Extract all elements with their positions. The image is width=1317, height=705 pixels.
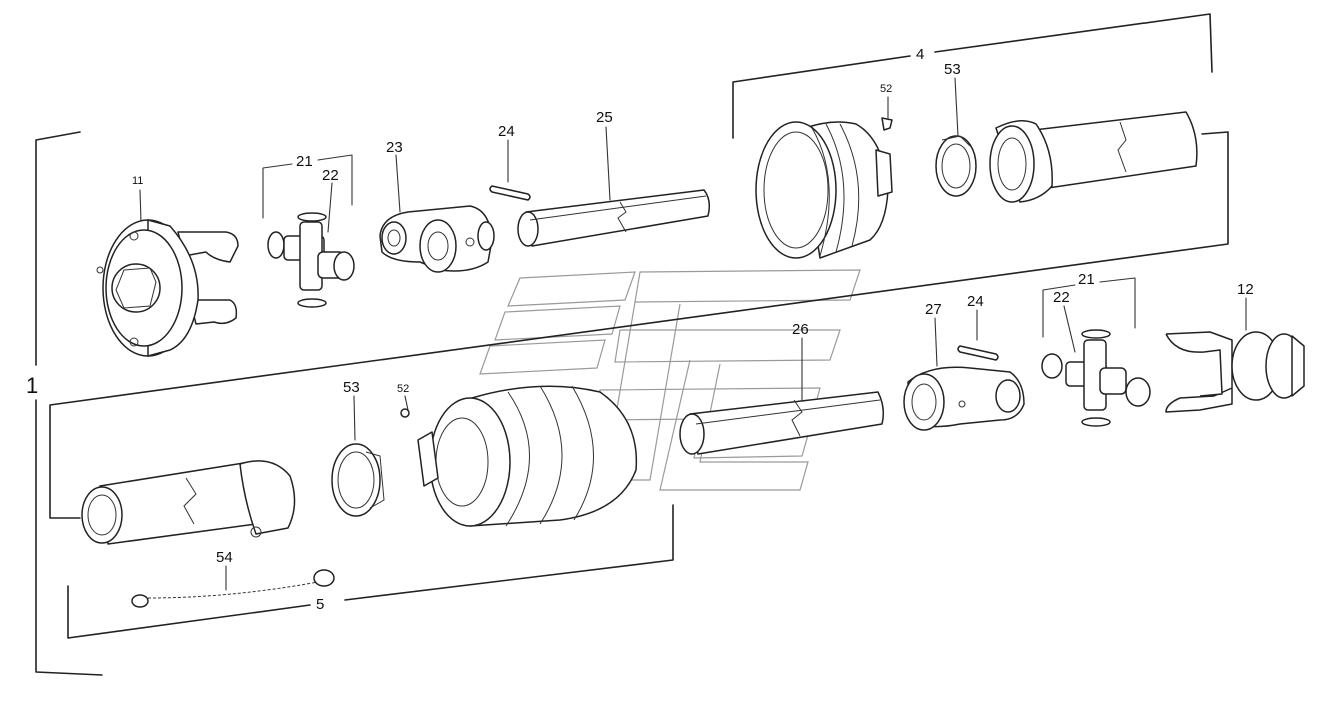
part-12-yoke-end	[1165, 331, 1305, 413]
callout-11: 11	[132, 175, 143, 187]
callout-54: 54	[216, 549, 233, 566]
callout-26: 26	[792, 321, 809, 338]
callout-1: 1	[26, 373, 38, 398]
callout-21-top: 21	[296, 153, 313, 170]
callout-24-top: 24	[498, 123, 515, 140]
part-22-cross-journal-top	[267, 212, 355, 308]
callout-53-bottom: 53	[343, 379, 360, 396]
callout-21-bottom: 21	[1078, 271, 1095, 288]
part-23-yoke	[379, 205, 495, 273]
callout-22-bottom: 22	[1053, 289, 1070, 306]
bracket-lines	[35, 13, 1247, 676]
callout-52-bottom: 52	[397, 383, 409, 395]
callout-4: 4	[916, 46, 924, 63]
part-24-pin-bottom	[957, 345, 999, 361]
part-guard-bellow-top	[755, 117, 893, 259]
part-26-inner-tube	[679, 391, 885, 455]
part-53-ring-bottom	[331, 443, 385, 517]
part-11-clutch	[96, 219, 239, 357]
callout-52-top: 52	[880, 83, 892, 95]
part-guard-bellow-bottom	[400, 385, 638, 527]
part-53-ring-top	[935, 135, 977, 197]
callout-22-top: 22	[322, 167, 339, 184]
part-25-inner-tube	[517, 189, 711, 247]
callout-53-top: 53	[944, 61, 961, 78]
callout-25: 25	[596, 109, 613, 126]
part-24-pin-top	[489, 185, 531, 201]
callout-27: 27	[925, 301, 942, 318]
part-27-yoke	[903, 366, 1025, 431]
callout-24-bottom: 24	[967, 293, 984, 310]
part-22-cross-journal-bottom	[1041, 329, 1151, 427]
part-outer-tube-top	[989, 111, 1198, 203]
callout-23: 23	[386, 139, 403, 156]
part-outer-tube-bottom	[81, 460, 296, 545]
callout-5: 5	[316, 596, 324, 613]
part-54-chain	[131, 569, 335, 608]
callout-12: 12	[1237, 281, 1254, 298]
callout-labels: 1 4 5 11 12 21 22 23 24 25 52 53 26 27 2…	[26, 46, 1254, 613]
